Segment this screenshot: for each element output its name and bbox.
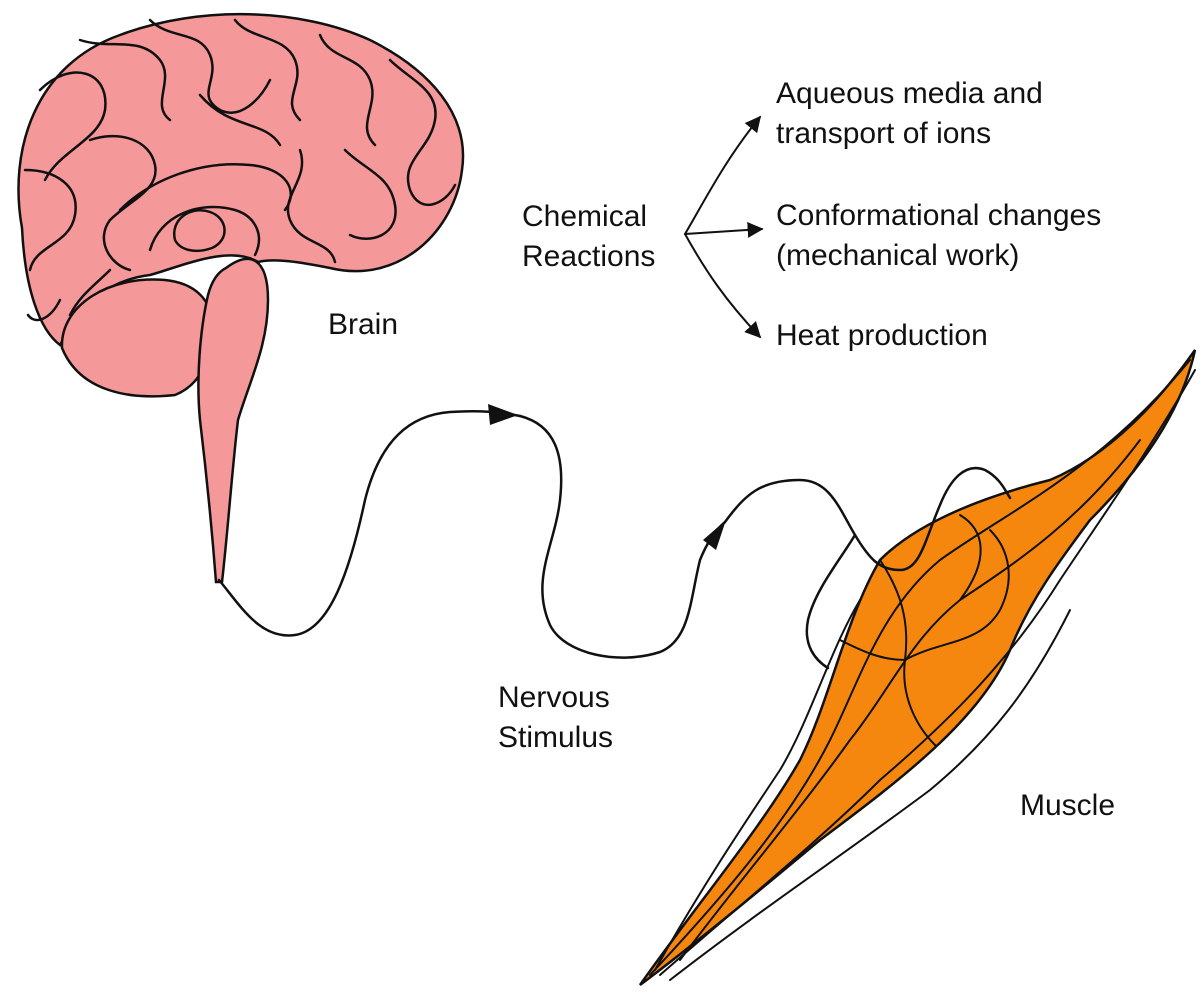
- muscle-label: Muscle: [1020, 789, 1116, 822]
- conformational-changes-label: Conformational changes (mechanical work): [776, 199, 1102, 272]
- brain-stem: [197, 257, 270, 584]
- arrow-to-conformational: [684, 221, 764, 238]
- nerve-path: [217, 404, 1012, 670]
- brain-illustration: [17, 12, 465, 584]
- aqueous-media-label: Aqueous media and transport of ions: [776, 77, 1043, 150]
- muscle-illustration: [638, 349, 1197, 986]
- heat-production-label: Heat production: [776, 319, 988, 352]
- nervous-stimulus-label: Nervous Stimulus: [498, 681, 614, 754]
- brain-label: Brain: [328, 308, 399, 341]
- muscle-body: [638, 349, 1197, 986]
- reaction-arrows: [684, 115, 764, 339]
- nerve-arrow-1: [488, 404, 518, 425]
- arrow-to-aqueous: [684, 115, 762, 235]
- arrow-to-heat: [684, 233, 762, 339]
- chemical-reactions-label: Chemical Reactions: [522, 200, 656, 273]
- nerve-arrow-2: [703, 520, 726, 550]
